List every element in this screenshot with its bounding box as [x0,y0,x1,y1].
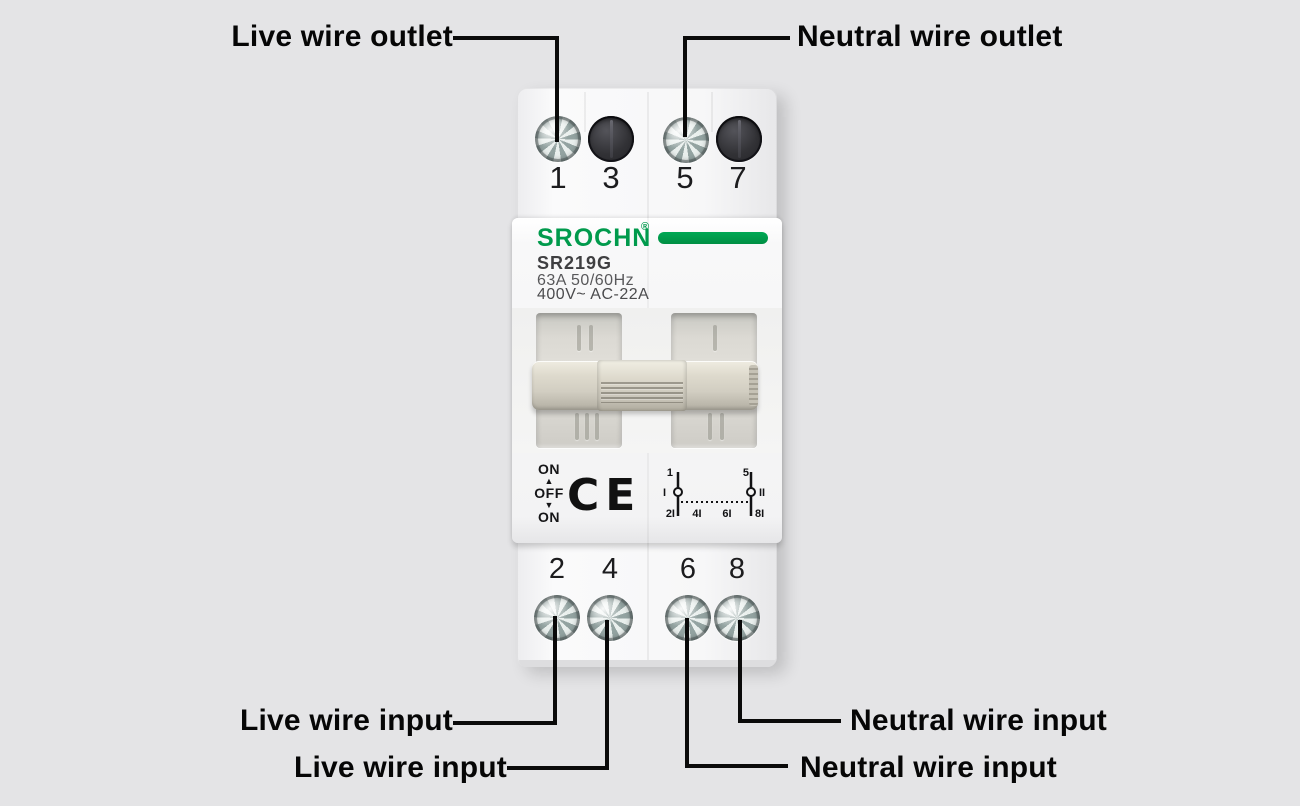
terminal-screw-4 [587,595,633,641]
front-panel: SROCHN ® SR219G 63A 50/60Hz 400V~ AC-22A [512,218,782,543]
registered-trademark-icon: ® [641,221,650,233]
terminal-number-5: 5 [676,160,694,195]
down-triangle-icon: ▼ [544,500,554,510]
marking-panel: ON ▲ OFF ▼ ON CE 1 I 2I 4I 6I [512,453,782,543]
mold-mark [585,413,589,440]
top-seam-right [711,92,713,132]
schematic-terminal-8: 8I [755,508,764,520]
mold-mark [595,413,599,440]
terminal-number-8: 8 [728,553,746,585]
mold-mark [589,325,593,351]
terminal-screw-5 [663,117,709,163]
rating-line-2: 400V~ AC-22A [537,286,650,303]
label-live-wire-outlet: Live wire outlet [231,20,453,53]
terminal-number-6: 6 [679,553,697,585]
ce-mark: CE [567,470,642,521]
terminal-hole-3 [588,116,634,162]
schematic-terminal-5: 5 [743,467,749,479]
schematic-terminal-6: 6I [722,508,731,520]
brand-green-bar [658,232,768,244]
on-bottom-label: ON [538,509,560,525]
schematic-terminal-1: 1 [667,467,673,479]
terminal-screw-8 [714,595,760,641]
terminal-number-1: 1 [549,160,567,195]
label-neutral-wire-input-top: Neutral wire input [850,704,1107,737]
schematic-terminal-4: 4I [692,508,701,520]
handle-endcap [749,365,758,406]
terminal-hole-7 [716,116,762,162]
top-seam-left [584,92,586,132]
schematic-pole-II: II [759,487,765,499]
terminal-screw-2 [534,595,580,641]
brand-logo: SROCHN [537,224,652,252]
mold-mark [713,325,717,351]
mold-mark [575,413,579,440]
label-live-wire-input-top: Live wire input [239,704,453,737]
terminal-number-2: 2 [548,553,566,585]
model-number: SR219G [537,253,613,273]
position-indicator: ON ▲ OFF ▼ ON [529,462,569,525]
switch-recess [512,308,782,453]
mold-mark [577,325,581,351]
label-neutral-wire-outlet: Neutral wire outlet [797,20,1063,53]
mold-mark [720,413,724,440]
handle-grip [597,360,687,411]
schematic-pole-I: I [663,487,666,499]
grip-ridges [601,382,683,403]
schematic-terminal-2: 2I [666,508,675,520]
terminal-number-4: 4 [601,553,619,585]
contact-right [746,487,756,497]
off-label: OFF [534,485,564,501]
terminal-screw-6 [665,595,711,641]
terminal-screw-1 [535,116,581,162]
changeover-switch-device: 1 3 5 7 SROCHN ® SR219G 63A 50/60Hz 400V… [512,88,782,667]
on-top-label: ON [538,461,560,477]
label-neutral-wire-input-bottom: Neutral wire input [800,751,1057,784]
mold-mark [708,413,712,440]
toggle-handle [532,360,758,411]
wiring-schematic: 1 I 2I 4I 6I 5 II 8I [663,467,765,520]
up-triangle-icon: ▲ [544,476,554,486]
contact-left [673,487,683,497]
terminal-number-7: 7 [729,160,747,195]
label-live-wire-input-bottom: Live wire input [293,751,507,784]
rating-line-1: 63A 50/60Hz [537,272,635,289]
terminal-number-3: 3 [602,160,620,195]
